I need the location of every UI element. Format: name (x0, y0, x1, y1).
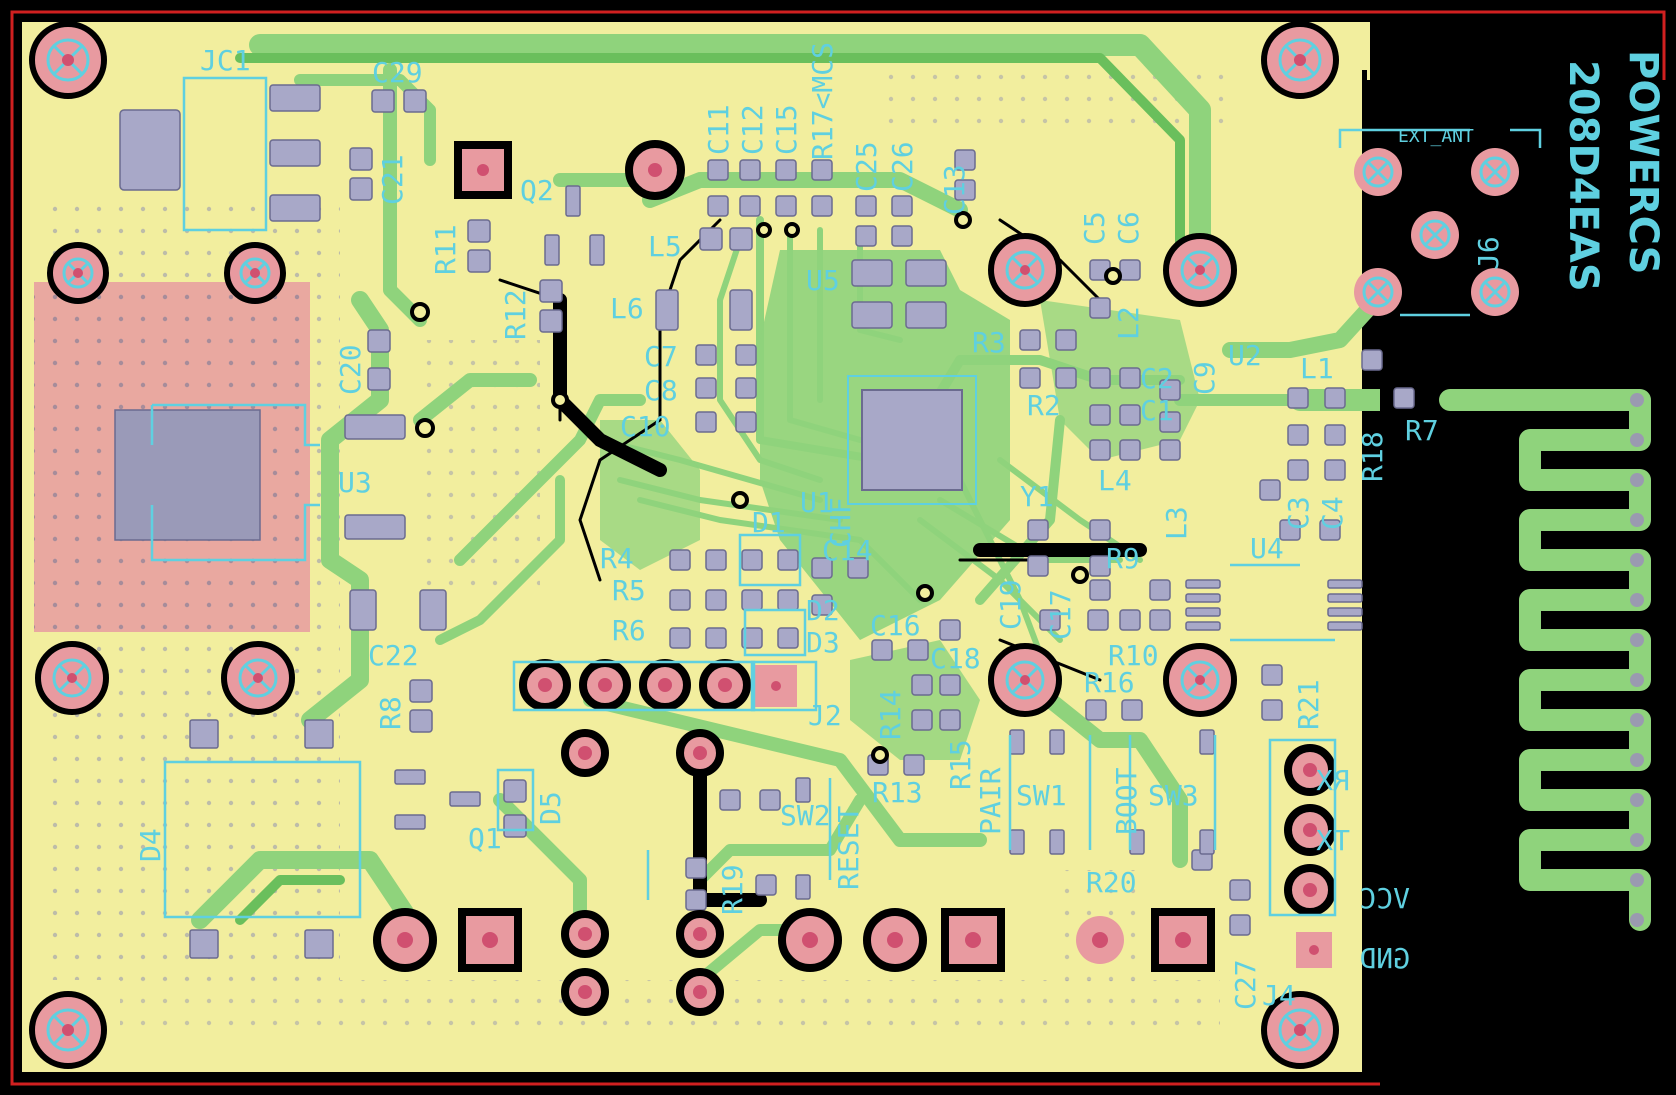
silkscreen-outlines (150, 76, 1542, 919)
label-l3: L3 (1160, 506, 1193, 540)
label-j2: J2 (808, 699, 842, 732)
label-u4: U4 (1250, 532, 1284, 565)
label-c20: C20 (334, 344, 367, 395)
label-c5: C5 (1078, 211, 1111, 245)
label-sw1: SW1 (1016, 779, 1067, 812)
label-r21: R21 (1292, 679, 1325, 730)
label-u1: U1 (800, 486, 834, 519)
label-c4: C4 (1316, 496, 1349, 530)
label-r7: R7 (1405, 414, 1439, 447)
label-c25: C25 (850, 141, 883, 192)
label-tx: TX (1316, 824, 1350, 857)
label-r17: R17<MCS (806, 42, 839, 160)
label-r20: R20 (1086, 866, 1137, 899)
label-l5: L5 (648, 230, 682, 263)
label-c14: C14 (822, 534, 873, 567)
label-c7: C7 (644, 340, 678, 373)
label-c3: C3 (1282, 496, 1315, 530)
label-c27: C27 (1229, 959, 1262, 1010)
label-c29: C29 (372, 56, 423, 89)
label-u5: U5 (806, 264, 840, 297)
label-c19: C19 (994, 579, 1027, 630)
label-u2: U2 (1228, 339, 1262, 372)
mcu-u1 (847, 375, 977, 505)
label-r4: R4 (600, 542, 634, 575)
label-ext-ant: EXT_ANT (1398, 126, 1474, 147)
label-r16: R16 (1084, 666, 1135, 699)
label-l2: L2 (1112, 306, 1145, 340)
label-boot: BOOT (1110, 767, 1143, 835)
label-d3: D3 (806, 626, 840, 659)
label-r15: R15 (944, 739, 977, 790)
label-brand-2: POWERCS (1620, 50, 1666, 274)
label-r2: R2 (1027, 389, 1061, 422)
label-c16: C16 (870, 609, 921, 642)
label-r11: R11 (429, 224, 462, 275)
label-c6: C6 (1112, 211, 1145, 245)
label-c8: C8 (644, 374, 678, 407)
smd-pads (114, 84, 1415, 959)
label-c10: C10 (620, 410, 671, 443)
through-hole-pads (373, 140, 1336, 1016)
label-brand-1: 208D4EAS (1560, 60, 1606, 292)
label-c22: C22 (368, 639, 419, 672)
label-pair: PAIR (974, 767, 1007, 835)
label-r6: R6 (612, 614, 646, 647)
label-d5: D5 (534, 791, 567, 825)
label-c17: C17 (1044, 589, 1077, 640)
label-q2: Q2 (520, 174, 554, 207)
label-sw2: SW2 (780, 799, 831, 832)
label-r5: R5 (612, 574, 646, 607)
label-d4: D4 (134, 828, 167, 862)
label-c18: C18 (930, 642, 981, 675)
small-vias (410, 211, 1122, 764)
label-l6: L6 (610, 292, 644, 325)
label-c9: C9 (1188, 361, 1221, 395)
label-d1: D1 (752, 506, 786, 539)
label-l1: L1 (1300, 352, 1334, 385)
label-r10: R10 (1108, 639, 1159, 672)
label-jc1: JC1 (200, 44, 251, 77)
mounting-holes (29, 21, 1519, 1069)
label-j4: J4 (1262, 979, 1296, 1012)
label-y1: Y1 (1020, 480, 1054, 513)
label-r3: R3 (972, 326, 1006, 359)
label-c15: C15 (770, 104, 803, 155)
silkscreen-labels: JC1 C29 C21 C20 U3 C22 R8 D4 Q1 D5 R11 R… (134, 42, 1666, 1012)
label-chf: CHF (824, 497, 857, 548)
label-c12: C12 (736, 104, 769, 155)
label-d2: D2 (806, 594, 840, 627)
label-rx: RX (1316, 764, 1350, 797)
label-r19: R19 (716, 864, 749, 915)
label-c1: C1 (1140, 394, 1174, 427)
label-r9: R9 (1106, 542, 1140, 575)
label-c26: C26 (886, 141, 919, 192)
label-reset: RESET (832, 806, 865, 890)
label-c2: C2 (1140, 362, 1174, 395)
label-c21: C21 (376, 154, 409, 205)
label-c13: C13 (938, 164, 971, 215)
label-r14: R14 (874, 689, 907, 740)
label-r13: R13 (872, 776, 923, 809)
label-r12: R12 (499, 289, 532, 340)
label-vcc: VCC (1359, 882, 1410, 915)
label-l4: L4 (1098, 464, 1132, 497)
label-q1: Q1 (468, 822, 502, 855)
label-r18: R18 (1356, 431, 1389, 482)
label-gnd: GND (1359, 942, 1410, 975)
label-u3: U3 (338, 466, 372, 499)
label-j6: J6 (1472, 236, 1505, 270)
label-sw3: SW3 (1148, 779, 1199, 812)
label-c11: C11 (702, 104, 735, 155)
label-r8: R8 (374, 696, 407, 730)
